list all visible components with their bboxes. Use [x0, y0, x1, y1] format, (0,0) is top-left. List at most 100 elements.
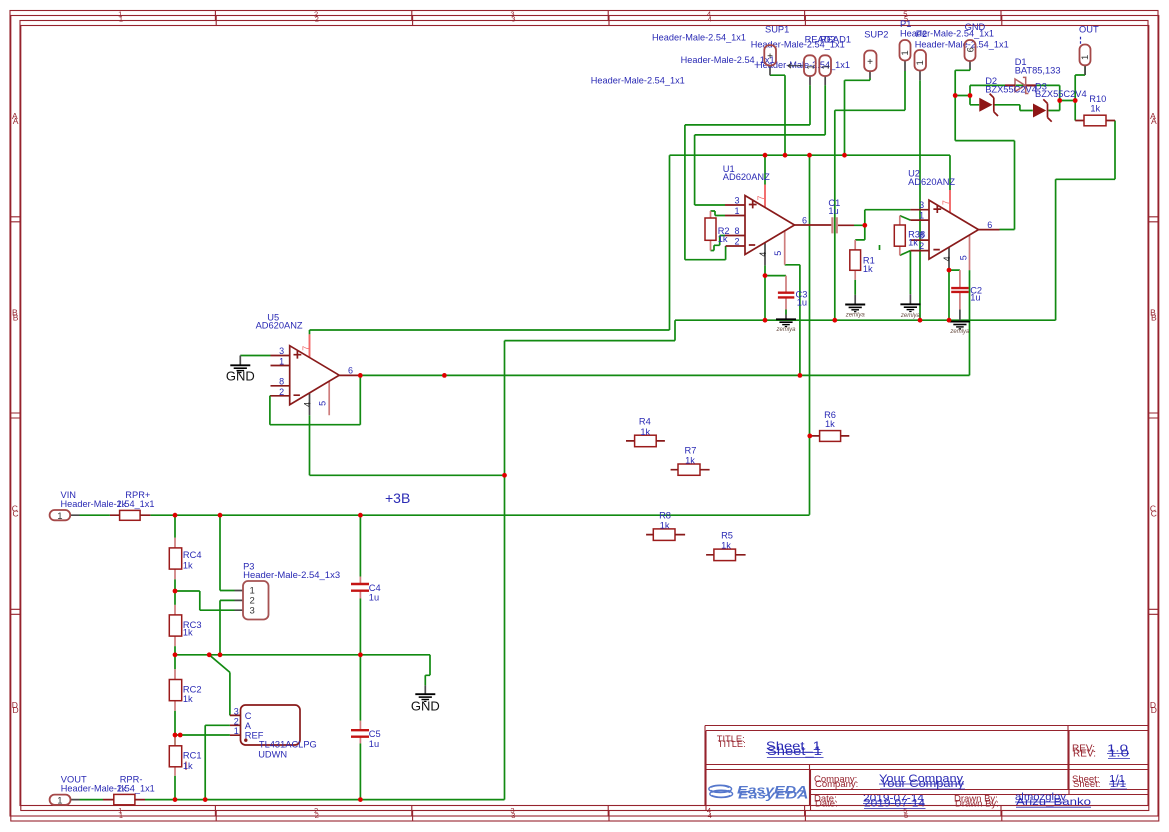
svg-text:R1: R1 [863, 255, 875, 265]
svg-text:U5: U5 [267, 313, 279, 323]
svg-text:1: 1 [1080, 55, 1091, 60]
svg-text:C: C [245, 711, 252, 721]
svg-text:READ2: READ2 [805, 35, 836, 45]
svg-text:RC3: RC3 [183, 620, 202, 630]
svg-text:D3: D3 [1035, 81, 1047, 91]
svg-text:U2: U2 [908, 169, 920, 179]
svg-text:C1: C1 [828, 198, 840, 208]
svg-text:3: 3 [279, 346, 284, 356]
svg-text:RPR+: RPR+ [125, 490, 150, 500]
svg-text:almozglov: almozglov [1015, 791, 1067, 803]
svg-text:1k: 1k [183, 761, 193, 771]
svg-text:Header-Male-2.54_1x1: Header-Male-2.54_1x1 [591, 76, 685, 86]
svg-text:RC1: RC1 [183, 750, 202, 760]
svg-text:1k: 1k [640, 427, 650, 437]
svg-text:TL431ACLPG: TL431ACLPG [259, 740, 317, 750]
svg-text:8: 8 [734, 226, 739, 236]
svg-text:Header-Male-2.54_1x1: Header-Male-2.54_1x1 [900, 28, 994, 38]
svg-text:1k: 1k [908, 238, 918, 248]
svg-text:6: 6 [802, 215, 807, 225]
svg-text:1: 1 [915, 60, 926, 65]
svg-text:3: 3 [734, 196, 739, 206]
svg-text:OUT: OUT [1079, 24, 1099, 34]
svg-text:1k: 1k [863, 264, 873, 274]
svg-text:1: 1 [57, 796, 62, 807]
svg-text:1u: 1u [797, 298, 807, 308]
svg-text:1: 1 [734, 206, 739, 216]
svg-text:+: + [767, 51, 773, 62]
svg-text:REF: REF [245, 731, 264, 741]
svg-text:RC2: RC2 [183, 685, 202, 695]
svg-text:1: 1 [805, 64, 816, 69]
svg-text:Header-Male-2.54_1x1: Header-Male-2.54_1x1 [652, 33, 746, 43]
svg-text:+3B: +3B [385, 490, 410, 506]
svg-text:4: 4 [303, 402, 313, 407]
svg-text:R6: R6 [824, 410, 836, 420]
svg-text:1: 1 [279, 356, 284, 366]
svg-text:C3: C3 [796, 289, 808, 299]
svg-text:zemlya: zemlya [845, 313, 866, 319]
svg-text:SUP1: SUP1 [765, 24, 789, 34]
svg-text:R2: R2 [718, 226, 730, 236]
svg-text:Header-Male-2.54_1x1: Header-Male-2.54_1x1 [61, 784, 155, 794]
svg-text:2: 2 [279, 387, 284, 397]
svg-text:6: 6 [987, 220, 992, 230]
svg-text:GND: GND [226, 369, 255, 384]
svg-text:7: 7 [941, 200, 951, 205]
svg-text:1u: 1u [970, 293, 980, 303]
svg-text:C2: C2 [970, 286, 982, 296]
svg-text:C5: C5 [369, 729, 381, 739]
svg-text:D2: D2 [985, 76, 997, 86]
svg-text:3: 3 [919, 200, 924, 210]
svg-text:Header-Male-2.54_1x3: Header-Male-2.54_1x3 [243, 570, 340, 580]
svg-text:2: 2 [234, 716, 239, 726]
svg-text:8: 8 [919, 231, 924, 241]
svg-text:1k: 1k [117, 499, 127, 509]
svg-text:4: 4 [758, 252, 768, 257]
svg-text:1u: 1u [369, 739, 379, 749]
svg-text:Header-Male-2.54_1x1: Header-Male-2.54_1x1 [61, 499, 155, 509]
svg-text:2: 2 [734, 237, 739, 247]
svg-text:Header-Male-2.54_1x1: Header-Male-2.54_1x1 [756, 60, 850, 70]
svg-text:+: + [867, 57, 873, 68]
svg-text:U1: U1 [723, 164, 735, 174]
svg-text:5: 5 [318, 401, 328, 406]
svg-text:D1: D1 [1015, 57, 1027, 67]
svg-text:AD620ANZ: AD620ANZ [723, 172, 770, 182]
svg-text:BZX55C2V4: BZX55C2V4 [985, 84, 1037, 94]
svg-text:1k: 1k [117, 784, 127, 794]
svg-text:SUP2: SUP2 [864, 30, 888, 40]
svg-text:1: 1 [919, 211, 924, 221]
svg-text:zemlya: zemlya [775, 327, 796, 333]
svg-text:1k: 1k [660, 521, 670, 531]
svg-text:GND: GND [411, 699, 440, 714]
svg-text:2: 2 [250, 596, 255, 607]
svg-text:7: 7 [301, 346, 311, 351]
svg-text:Header-Male-2.54_1x1: Header-Male-2.54_1x1 [915, 40, 1009, 50]
svg-text:R7: R7 [685, 446, 697, 456]
svg-text:R8: R8 [659, 510, 671, 520]
svg-text:BZX55C2V4: BZX55C2V4 [1035, 89, 1087, 99]
svg-text:RPR-: RPR- [120, 775, 143, 785]
svg-text:AD620ANZ: AD620ANZ [256, 320, 303, 330]
svg-text:1u: 1u [369, 593, 379, 603]
svg-text:5: 5 [958, 255, 968, 260]
svg-text:P3: P3 [243, 561, 254, 571]
svg-text:5: 5 [773, 251, 783, 256]
svg-text:4: 4 [942, 256, 952, 261]
svg-text:C4: C4 [369, 583, 381, 593]
svg-text:Arizu_Banko: Arizu_Banko [1016, 796, 1091, 808]
svg-text:2: 2 [919, 241, 924, 251]
svg-text:1k: 1k [718, 234, 728, 244]
svg-text:1k: 1k [685, 456, 695, 466]
svg-text:zemlya: zemlya [900, 313, 921, 319]
svg-text:R4: R4 [639, 417, 651, 427]
svg-text:R38: R38 [908, 230, 925, 240]
svg-text:Header-Male-2.54_1x1: Header-Male-2.54_1x1 [751, 40, 845, 50]
svg-text:R5: R5 [721, 531, 733, 541]
svg-text:1k: 1k [183, 694, 193, 704]
svg-text:P1: P1 [900, 19, 911, 29]
svg-text:1k: 1k [183, 560, 193, 570]
svg-text:RC4: RC4 [183, 550, 202, 560]
svg-text:1u: 1u [828, 206, 838, 216]
